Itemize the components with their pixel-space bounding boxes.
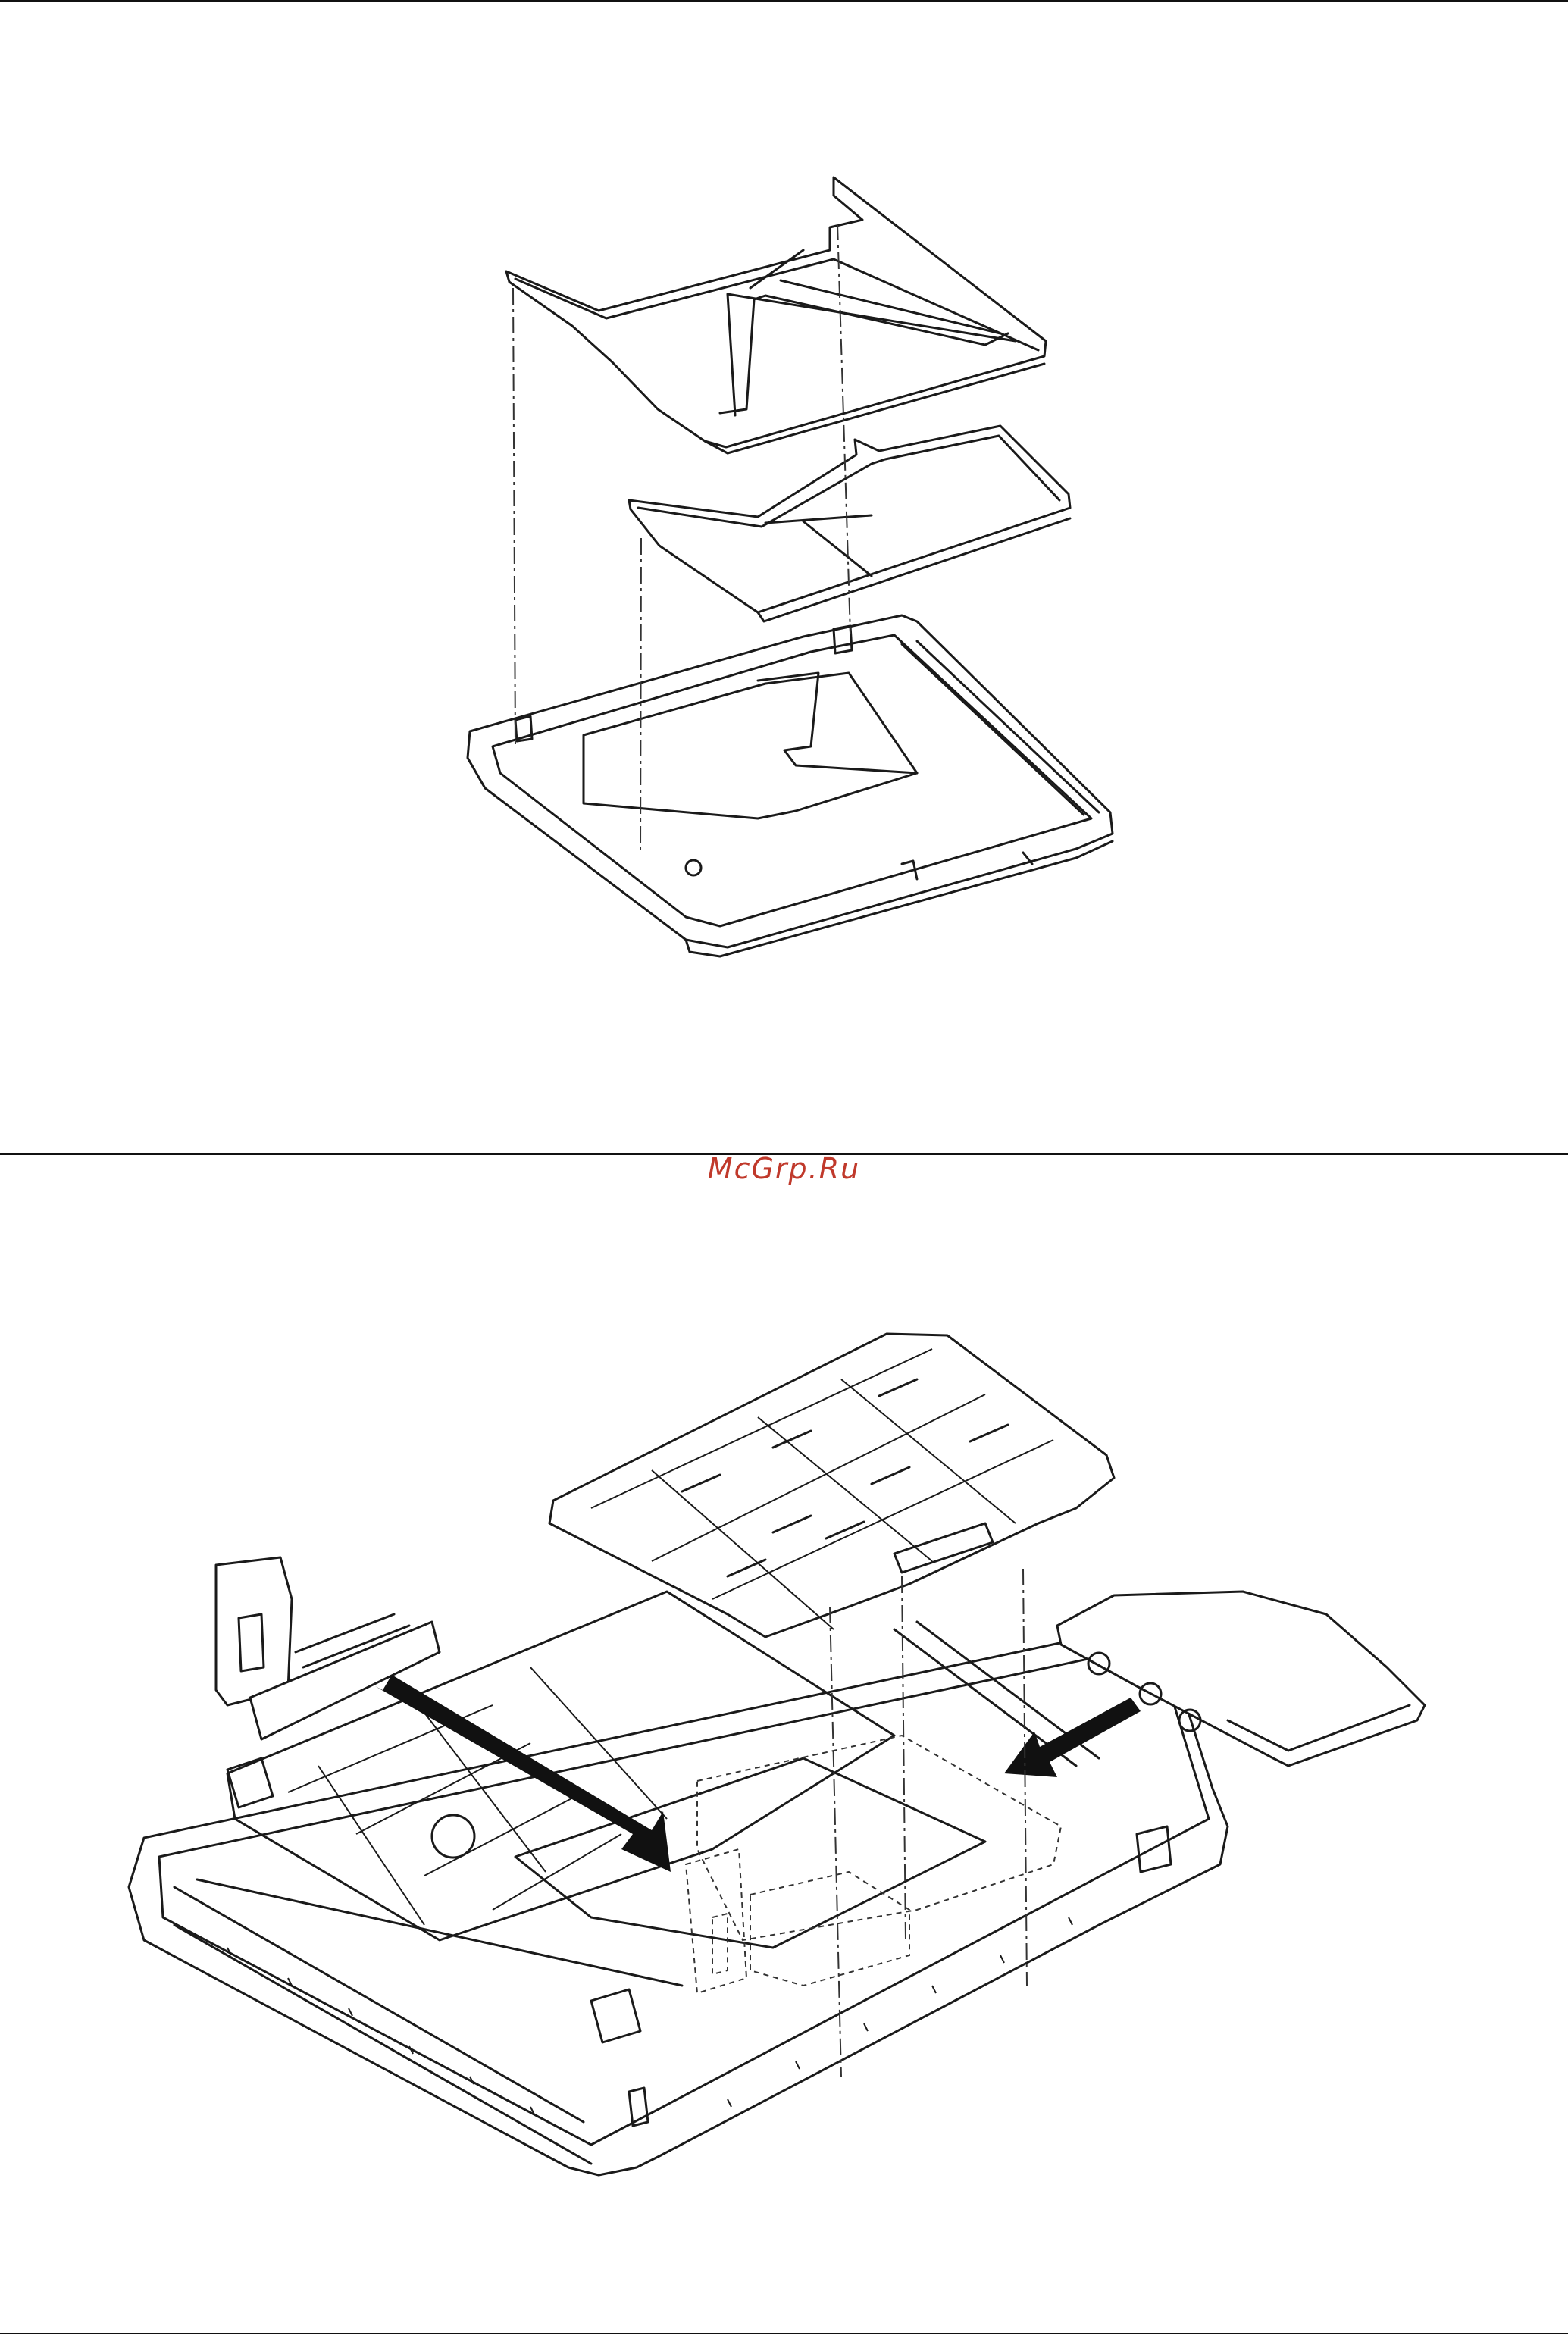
scanner-base-exploded-illustration xyxy=(0,1167,1568,2327)
panel-plate-part xyxy=(549,1334,1114,1637)
alignment-guide-line xyxy=(513,288,515,746)
upper-tray-part xyxy=(506,177,1046,453)
alignment-guide-line xyxy=(640,538,641,855)
bottom-divider-line xyxy=(0,2333,1568,2334)
tray-assembly-exploded-illustration xyxy=(0,0,1568,1137)
left-cover-part xyxy=(216,1557,440,1739)
base-tray-part xyxy=(468,615,1113,956)
